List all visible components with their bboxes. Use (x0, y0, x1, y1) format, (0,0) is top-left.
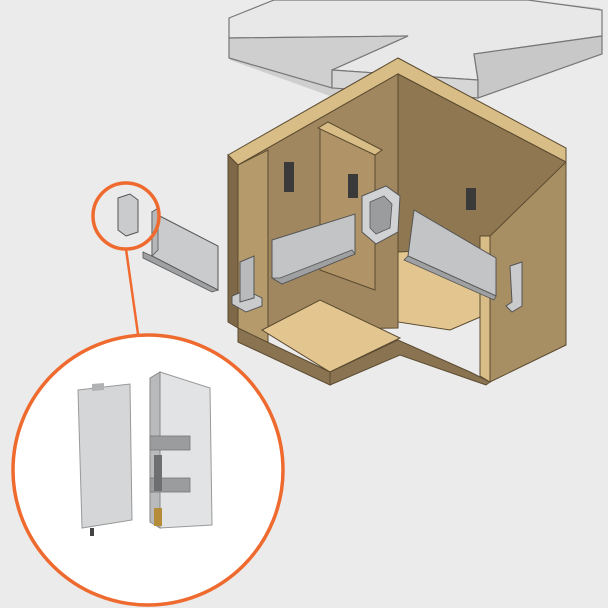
end-cap (117, 193, 139, 237)
hinge-bracket-center (348, 174, 358, 198)
countertop (228, 0, 603, 99)
callout-leader-line (124, 248, 140, 335)
gola-handle-profile (270, 209, 497, 301)
end-cap-zoom-callout (11, 333, 285, 607)
hinge-bracket-left (284, 162, 294, 192)
hinge-bracket-right (466, 188, 476, 210)
corner-connector (361, 185, 401, 245)
profile-bracket (231, 162, 523, 313)
